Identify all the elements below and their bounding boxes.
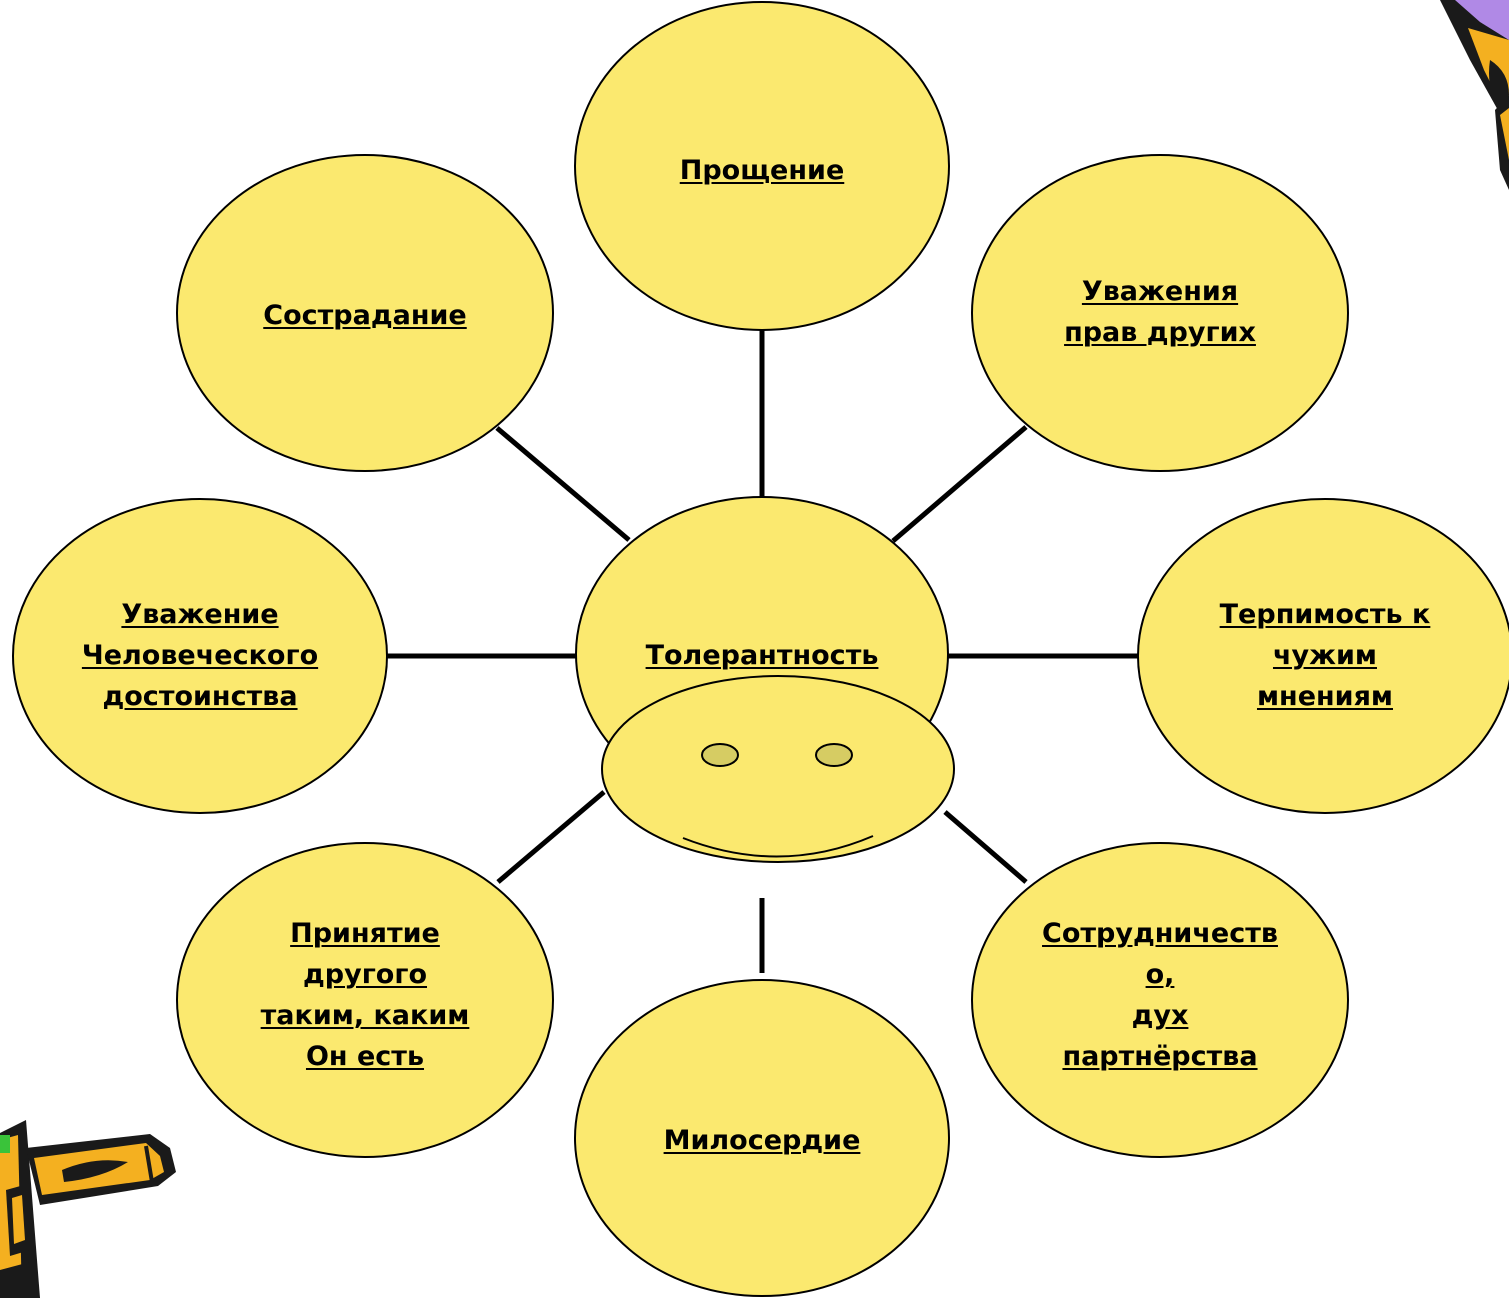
connector-lines	[387, 330, 1139, 973]
connector-cooperation	[943, 810, 1028, 884]
smiley-head	[601, 675, 955, 863]
smiley-right-eye	[815, 743, 853, 767]
smiley-mouth	[682, 835, 874, 858]
node-patience	[1137, 498, 1509, 814]
connector-compassion	[495, 426, 631, 542]
node-forgiveness	[574, 1, 950, 331]
node-acceptance	[176, 842, 554, 1158]
node-cooperation	[971, 842, 1349, 1158]
node-compassion	[176, 154, 554, 472]
connector-acceptance	[496, 790, 606, 884]
connector-rights	[891, 425, 1028, 543]
smiley-face-icon	[601, 675, 955, 863]
node-rights	[971, 154, 1349, 472]
pencil-bottom-left-icon	[0, 1120, 176, 1298]
node-mercy	[574, 979, 950, 1297]
pencil-top-right-icon	[1440, 0, 1509, 190]
smiley-left-eye	[701, 743, 739, 767]
node-dignity	[12, 498, 388, 814]
